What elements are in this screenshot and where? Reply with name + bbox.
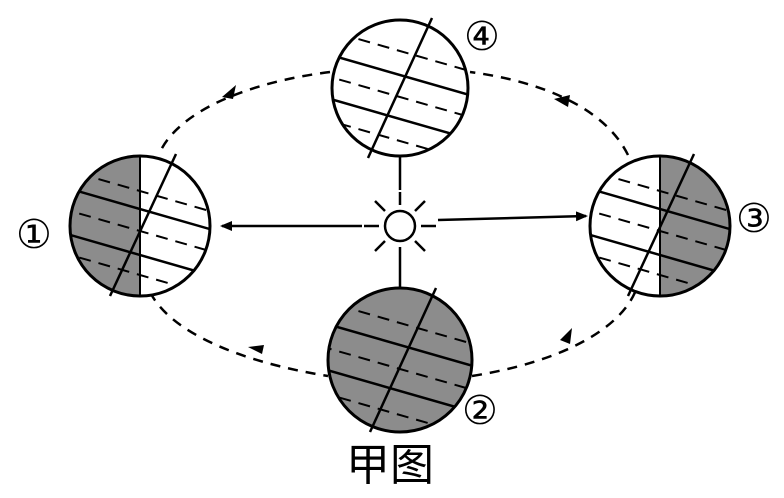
orbit-arrow-1 xyxy=(222,85,236,99)
orbit-arrow-2 xyxy=(248,345,264,354)
orbit-arrow-3 xyxy=(560,328,572,344)
earth-position-4 xyxy=(320,18,480,164)
orbit-arrow-4 xyxy=(554,95,570,107)
position-label-1: ① xyxy=(16,212,52,258)
position-label-3: ③ xyxy=(736,196,772,242)
sun-icon xyxy=(364,192,436,288)
position-label-2: ② xyxy=(462,388,498,434)
position-label-4: ④ xyxy=(464,14,500,60)
earth-position-1 xyxy=(60,154,220,298)
earth-position-3 xyxy=(580,154,740,298)
earth-position-2 xyxy=(320,286,480,438)
figure-caption: 甲图 xyxy=(346,440,434,491)
sunlight-arrow-right xyxy=(438,216,586,220)
